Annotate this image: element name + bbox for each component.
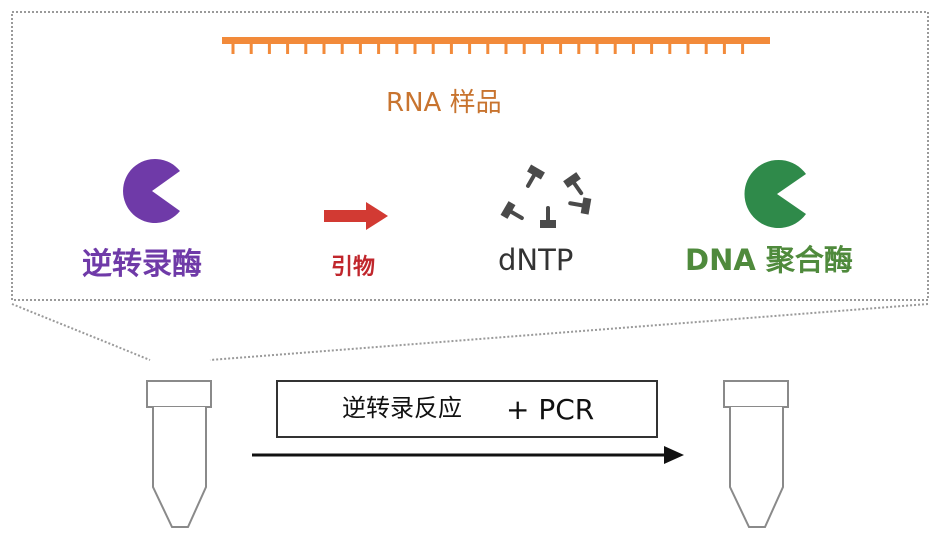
left-tube-icon — [146, 380, 212, 528]
callout-connector-left — [11, 303, 151, 361]
process-step-pcr: + PCR — [506, 393, 595, 426]
primer-arrow-icon — [324, 202, 388, 230]
right-tube-icon — [723, 380, 789, 528]
primer-label: 引物 — [331, 255, 376, 280]
callout-frame — [11, 11, 929, 301]
callout-connector-right — [209, 303, 929, 361]
process-box — [276, 380, 658, 438]
dna-polymerase-label: DNA 聚合酶 — [685, 243, 853, 277]
reverse-transcriptase-label: 逆转录酶 — [82, 247, 202, 282]
process-arrow — [252, 446, 684, 464]
reverse-transcriptase-icon — [123, 158, 180, 223]
dntp-cluster-icon — [500, 164, 592, 228]
rna-strand — [222, 37, 770, 54]
rna-sample-label: RNA 样品 — [386, 88, 502, 118]
dna-polymerase-icon — [744, 159, 806, 228]
dntp-label: dNTP — [498, 243, 574, 277]
process-step-reverse-transcription: 逆转录反应 — [342, 394, 462, 422]
